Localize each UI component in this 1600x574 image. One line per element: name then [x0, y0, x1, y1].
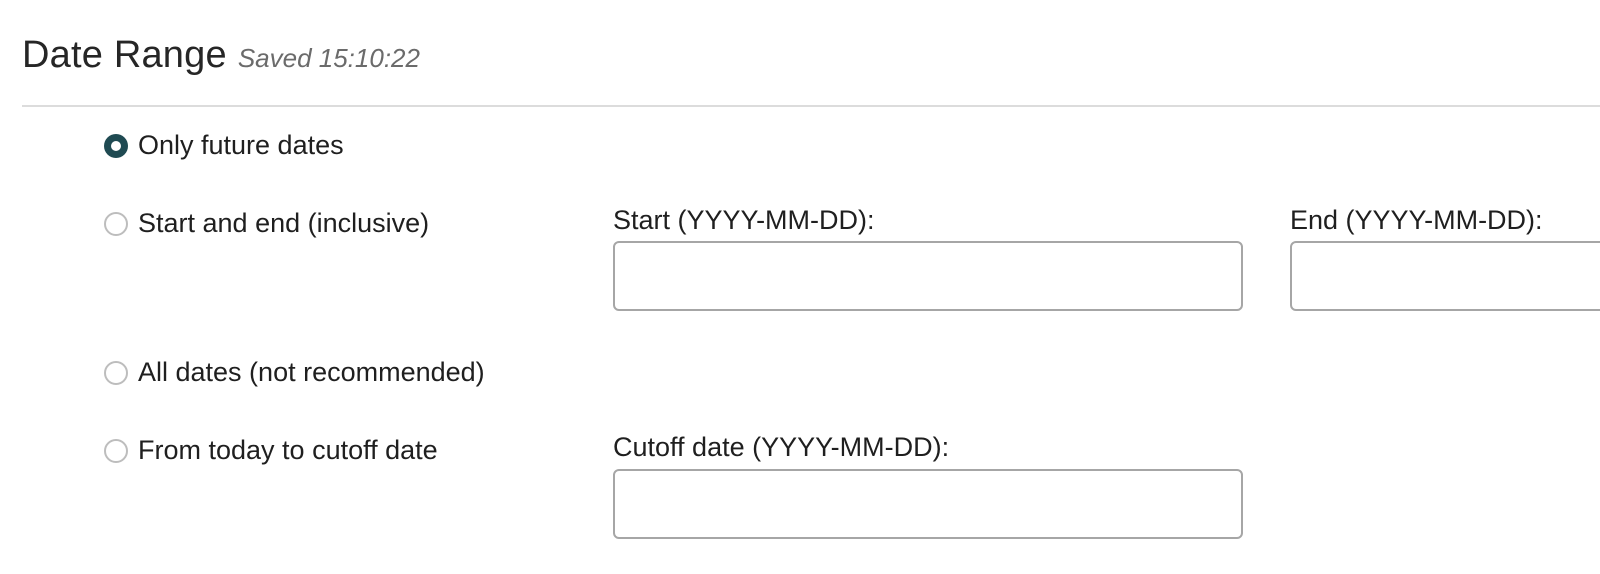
option-only-future-dates[interactable]: Only future dates: [104, 130, 344, 161]
end-date-label: End (YYYY-MM-DD):: [1290, 205, 1543, 235]
option-all-dates[interactable]: All dates (not recommended): [104, 357, 485, 388]
start-date-input[interactable]: [613, 241, 1243, 311]
saved-status: Saved 15:10:22: [237, 43, 420, 73]
option-today-to-cutoff[interactable]: From today to cutoff date: [104, 435, 438, 466]
option-label-start-and-end: Start and end (inclusive): [138, 208, 430, 238]
radio-today-to-cutoff[interactable]: [104, 438, 128, 463]
radio-only-future-dates[interactable]: [104, 133, 128, 158]
radio-start-and-end[interactable]: [104, 211, 128, 236]
end-date-input[interactable]: [1290, 241, 1600, 311]
start-date-label: Start (YYYY-MM-DD):: [613, 205, 875, 235]
radio-all-dates[interactable]: [104, 360, 128, 385]
header-divider: [22, 105, 1600, 107]
option-label-all-dates: All dates (not recommended): [138, 357, 485, 387]
cutoff-date-input[interactable]: [613, 469, 1243, 539]
cutoff-date-label: Cutoff date (YYYY-MM-DD):: [613, 432, 950, 462]
option-label-today-to-cutoff: From today to cutoff date: [138, 435, 438, 465]
page-title: Date Range: [22, 34, 227, 76]
option-start-and-end[interactable]: Start and end (inclusive): [104, 208, 429, 239]
option-label-only-future-dates: Only future dates: [138, 130, 344, 160]
section-header: Date Range Saved 15:10:22: [22, 34, 420, 77]
